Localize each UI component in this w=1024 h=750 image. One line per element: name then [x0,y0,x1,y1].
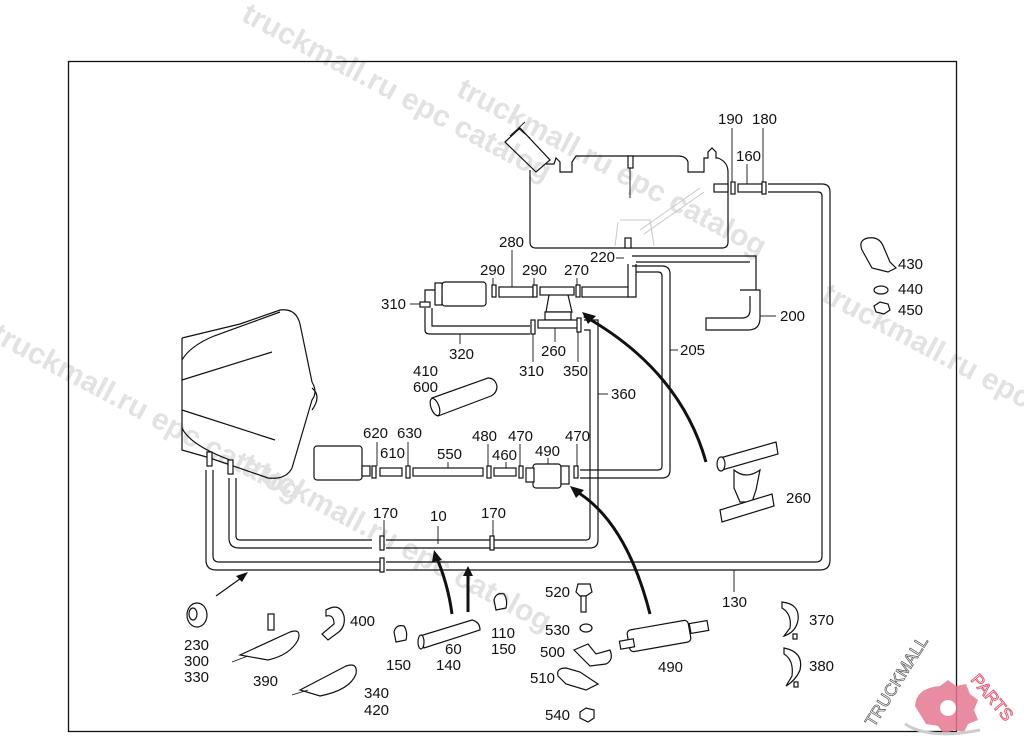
hose-10 [228,478,372,549]
callout-260[interactable]: 260 [541,343,566,360]
callout-300[interactable]: 300 [184,653,209,670]
filter-tee-assembly[interactable] [419,264,637,335]
hose-130 [205,470,380,571]
reference-arrows [215,312,708,615]
callout-220[interactable]: 220 [590,249,615,266]
hose-360 [386,319,599,549]
connector-170 [489,535,495,551]
callout-490[interactable]: 490 [658,659,683,676]
callout-350[interactable]: 350 [563,363,588,380]
callout-110[interactable]: 110 [491,625,515,642]
callout-530[interactable]: 530 [545,622,570,639]
hose-piece-410[interactable] [428,377,498,417]
tee-valve-260[interactable] [716,441,779,523]
callout-150[interactable]: 150 [386,657,411,674]
headlamp-washer-unit[interactable] [181,309,318,479]
callout-170[interactable]: 170 [481,505,506,522]
callout-150[interactable]: 150 [491,641,516,658]
clip-510[interactable] [557,667,600,691]
cable-tie-390[interactable] [231,613,300,663]
leader-lines [376,128,776,592]
nut-540[interactable] [579,707,595,723]
callout-620[interactable]: 620 [363,425,388,442]
callout-450[interactable]: 450 [898,302,923,319]
clip-370[interactable] [781,601,799,640]
watermarks: truckmall.ru epc catalog truckmall.ru ep… [0,0,1024,638]
callout-330[interactable]: 330 [184,669,209,686]
callout-390[interactable]: 390 [253,673,278,690]
bolt-520[interactable] [575,583,593,613]
callout-130[interactable]: 130 [722,594,747,611]
connector-170 [379,535,385,551]
callout-440[interactable]: 440 [898,281,923,298]
callout-labels: 190 180 160 280 220 290 290 270 310 320 … [184,111,923,724]
callout-260[interactable]: 260 [786,490,811,507]
callout-140[interactable]: 140 [436,657,461,674]
cable-tie-340[interactable] [291,664,357,697]
callout-410[interactable]: 410 [413,363,438,380]
callout-290[interactable]: 290 [480,262,505,279]
callout-200[interactable]: 200 [780,308,805,325]
diagram-frame [67,60,958,733]
callout-10[interactable]: 10 [430,508,447,525]
hose-clamp-110[interactable] [493,593,508,611]
pump-line-assembly[interactable] [313,445,579,489]
callout-360[interactable]: 360 [611,386,636,403]
callout-490[interactable]: 490 [535,443,560,460]
truckmall-parts-logo: TRUCKMALL PARTS [861,632,1017,736]
callout-60[interactable]: 60 [445,641,462,658]
callout-270[interactable]: 270 [564,262,589,279]
callout-430[interactable]: 430 [898,256,923,273]
callout-170[interactable]: 170 [373,505,398,522]
callout-480[interactable]: 480 [472,428,497,445]
callout-510[interactable]: 510 [530,670,555,687]
callout-600[interactable]: 600 [413,379,438,396]
callout-280[interactable]: 280 [499,234,524,251]
callout-420[interactable]: 420 [364,702,389,719]
callout-310[interactable]: 310 [519,363,544,380]
callout-320[interactable]: 320 [449,346,474,363]
callout-230[interactable]: 230 [184,637,209,654]
callout-180[interactable]: 180 [752,111,777,128]
callout-310[interactable]: 310 [381,296,406,313]
connector-170 [379,557,385,573]
washer-reservoir[interactable] [504,121,729,249]
callout-470[interactable]: 470 [565,428,590,445]
callout-520[interactable]: 520 [545,584,570,601]
callout-160[interactable]: 160 [736,148,761,165]
callout-340[interactable]: 340 [364,685,389,702]
callout-540[interactable]: 540 [545,707,570,724]
washer-pump-490[interactable] [618,619,710,653]
callout-190[interactable]: 190 [718,111,743,128]
reservoir-outlet-hoses [386,181,831,571]
hose-piece-60[interactable] [417,619,481,650]
callout-470[interactable]: 470 [508,428,533,445]
clip-380[interactable] [783,647,802,688]
callout-550[interactable]: 550 [437,446,462,463]
callout-380[interactable]: 380 [809,658,834,675]
callout-400[interactable]: 400 [350,613,375,630]
bracket-500[interactable] [572,643,612,667]
washer-530[interactable] [579,623,593,633]
callout-460[interactable]: 460 [492,447,517,464]
hose-clamp-150[interactable] [393,625,408,643]
callout-290[interactable]: 290 [522,262,547,279]
callout-370[interactable]: 370 [809,612,834,629]
callout-610[interactable]: 610 [380,445,405,462]
callout-630[interactable]: 630 [397,425,422,442]
clamp-430[interactable] [860,237,898,315]
callout-500[interactable]: 500 [540,644,565,661]
hose-205 [580,265,671,479]
callout-205[interactable]: 205 [680,342,705,359]
rubber-grommet-230[interactable] [186,602,208,628]
clip-400[interactable] [321,606,345,641]
